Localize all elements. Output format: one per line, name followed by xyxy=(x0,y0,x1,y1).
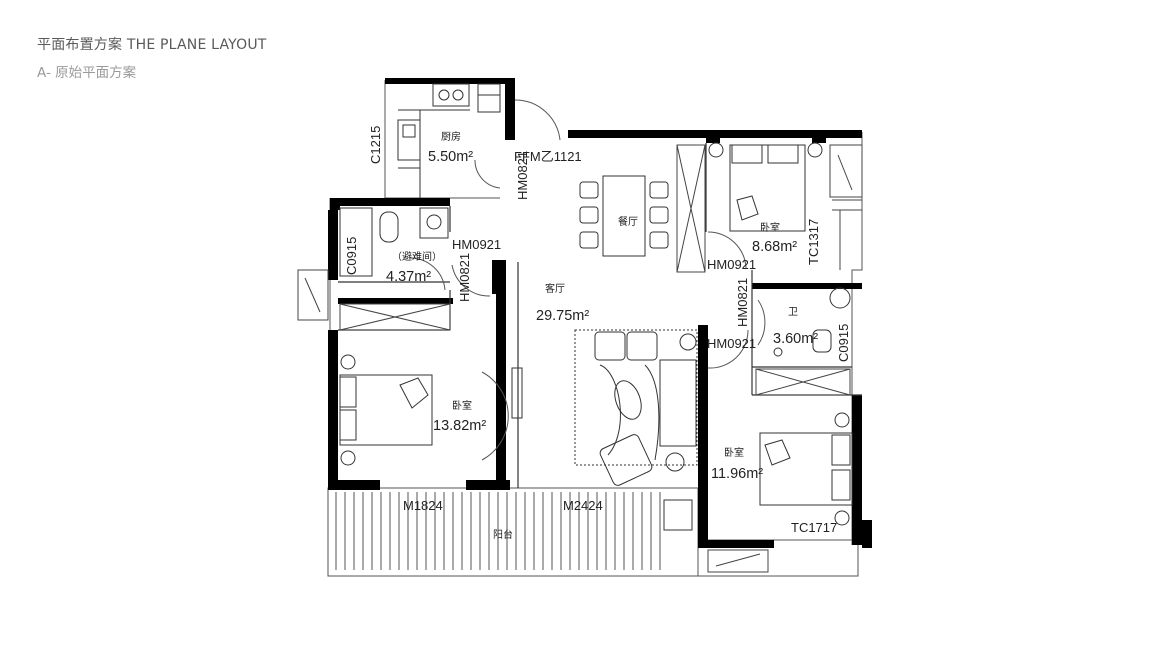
coffee-table xyxy=(614,380,642,420)
armchair xyxy=(594,331,626,361)
lounge-chair xyxy=(599,434,653,486)
bedroom-nw-name: 卧室 xyxy=(760,221,780,234)
door-code-hm0821-e: HM0821 xyxy=(735,278,750,327)
fridge xyxy=(477,83,501,113)
window xyxy=(707,549,769,573)
window-code-tc1317: TC1317 xyxy=(806,219,821,265)
page-subtitle: A- 原始平面方案 xyxy=(37,65,137,81)
refuge-name: （避难间） xyxy=(392,250,442,263)
wall xyxy=(752,283,862,289)
kitchen-area: 5.50m² xyxy=(428,149,473,165)
bedroom-se-name: 卧室 xyxy=(724,446,744,459)
wall xyxy=(330,198,450,206)
wall xyxy=(698,540,774,548)
door-code-hm0921-w: HM0921 xyxy=(452,237,501,252)
wall xyxy=(812,135,826,143)
wall xyxy=(505,78,515,140)
dining-table xyxy=(602,175,646,257)
wardrobe xyxy=(755,368,851,396)
sofa xyxy=(659,359,697,447)
living-area: 29.75m² xyxy=(536,308,589,324)
dining-name: 餐厅 xyxy=(618,215,638,228)
toilet xyxy=(379,211,399,243)
kitchen-name: 厨房 xyxy=(441,130,461,143)
bathtub xyxy=(339,207,373,277)
living-name: 客厅 xyxy=(545,282,565,295)
bath-e-area: 3.60m² xyxy=(773,331,818,347)
toilet xyxy=(812,329,832,353)
side-table xyxy=(665,452,685,472)
door-swing xyxy=(757,299,766,346)
bedroom-w-name: 卧室 xyxy=(452,399,472,412)
rug xyxy=(574,329,698,466)
door-code-hm0921-e: HM0921 xyxy=(707,336,756,351)
door-swing xyxy=(451,264,491,297)
door-swing xyxy=(474,159,501,189)
tv-cabinet xyxy=(511,367,523,419)
wardrobe xyxy=(676,144,706,273)
door-code-hm0821-w: HM0821 xyxy=(457,253,472,302)
wall xyxy=(580,130,862,138)
armchair xyxy=(626,331,658,361)
window-code-c0915-e: C0915 xyxy=(836,324,851,362)
wall xyxy=(338,298,453,304)
window-code-c1215: C1215 xyxy=(368,126,383,164)
window xyxy=(829,144,863,198)
window xyxy=(297,269,329,321)
wall xyxy=(328,330,338,480)
door-swing xyxy=(481,371,509,461)
stove xyxy=(432,83,470,107)
sink xyxy=(397,119,421,161)
bedroom-se-area: 11.96m² xyxy=(711,466,763,482)
window-code-tc1717: TC1717 xyxy=(791,520,837,535)
wall xyxy=(698,325,708,545)
door-code-hm0921-ne: HM0921 xyxy=(707,257,756,272)
wall xyxy=(852,395,862,545)
refuge-area: 4.37m² xyxy=(386,269,431,285)
balcony-cabinet xyxy=(663,499,693,531)
wall xyxy=(328,480,380,490)
window-code-c0915-w: C0915 xyxy=(344,237,359,275)
balcony-name: 阳台 xyxy=(493,528,513,541)
wall xyxy=(706,135,720,143)
door-swing xyxy=(707,329,749,369)
curve-screen xyxy=(599,364,621,456)
balcony-railing xyxy=(335,492,661,570)
door-code-m1824: M1824 xyxy=(403,498,443,513)
balcony-ext-outline xyxy=(697,539,859,577)
bedroom-w-area: 13.82m² xyxy=(433,418,486,434)
door-swing xyxy=(409,257,446,291)
wall xyxy=(496,262,506,488)
door-code-fmz: FFM乙1121 xyxy=(514,149,582,164)
page-title: 平面布置方案 THE PLANE LAYOUT xyxy=(37,37,267,53)
wardrobe xyxy=(339,303,451,331)
wall xyxy=(385,78,515,84)
door-swing xyxy=(514,99,561,141)
wall xyxy=(492,260,506,294)
shower xyxy=(829,287,851,309)
wall xyxy=(862,520,872,548)
wall xyxy=(568,130,580,138)
wall xyxy=(328,210,338,280)
bed xyxy=(759,432,853,506)
bath-e-name: 卫 xyxy=(788,307,798,318)
wall xyxy=(466,480,510,490)
door-swing xyxy=(707,231,747,269)
door-code-hm0821-top: HM0821 xyxy=(515,151,530,200)
bedroom-nw-area: 8.68m² xyxy=(752,239,797,255)
washbasin xyxy=(419,207,449,239)
door-code-m2424: M2424 xyxy=(563,498,603,513)
